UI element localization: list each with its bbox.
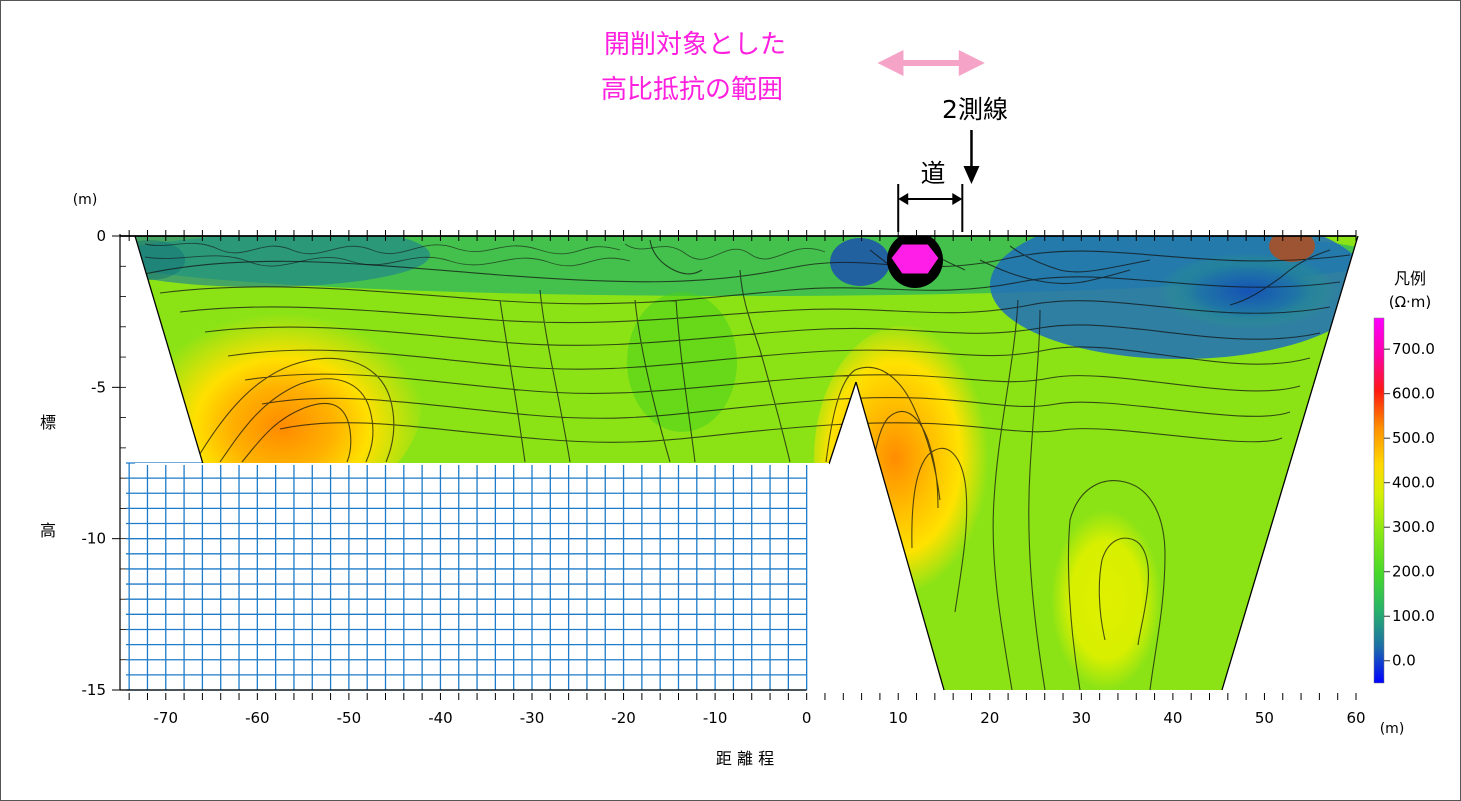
excavation-label-line2: 高比抵抗の範囲: [601, 75, 783, 105]
x-tick-label: 40: [1163, 709, 1182, 727]
y-tick-label: -5: [91, 378, 106, 396]
road-label: 道: [920, 159, 945, 188]
grid-panel: [126, 462, 808, 691]
legend-title: 凡例: [1394, 269, 1426, 288]
legend-label: 700.0: [1392, 340, 1435, 358]
legend-color-bar: [1373, 317, 1385, 684]
section-middle-right-boundary: [855, 381, 945, 691]
x-tick-label: 0: [802, 709, 812, 727]
noise-line-3: [624, 243, 826, 260]
x-unit-label: (m): [1380, 721, 1405, 737]
legend-label: 100.0: [1392, 607, 1435, 625]
legend-label: 500.0: [1392, 429, 1435, 447]
chart-axes: -70 -60 -50 -40 -30 -20 -10 0 10 20 30 40 50 60 0 -5 -10…: [82, 130, 1366, 727]
x-tick-label: 30: [1072, 709, 1091, 727]
legend-labels: 700.0 600.0 500.0 400.0 300.0 200.0 100.0 0.0: [1384, 340, 1435, 670]
section-middle-left-boundary: [828, 381, 857, 465]
field-right-yellow: [1051, 510, 1161, 690]
x-tick-label: -50: [337, 709, 362, 727]
y-tick-label: -10: [82, 530, 107, 548]
field-road-cool: [830, 238, 890, 286]
legend-label: 0.0: [1392, 652, 1416, 670]
y-axis-label-bottom: 高: [40, 521, 56, 540]
x-tick-label: -20: [611, 709, 636, 727]
legend: 凡例 (Ω·m) 700.0 600.0 500.0 400.0 300.0 200.0 1…: [1373, 269, 1435, 684]
x-tick-label: 10: [889, 709, 908, 727]
x-axis-label: 距 離 程: [716, 749, 774, 768]
field-left-shallow: [135, 236, 430, 287]
excavation-arrow-right-head: [958, 50, 985, 76]
legend-label: 600.0: [1392, 385, 1435, 403]
x-tick-label: 20: [980, 709, 999, 727]
field-right-cool-2: [1158, 253, 1338, 329]
legend-label: 200.0: [1392, 563, 1435, 581]
y-unit-label: (m): [73, 192, 98, 208]
legend-unit: (Ω·m): [1389, 293, 1432, 311]
field-contours: [139, 239, 1351, 690]
y-tick-label: -15: [82, 681, 107, 699]
x-tick-label: -30: [520, 709, 545, 727]
x-tick-label: -60: [245, 709, 270, 727]
road-right-arrow: [952, 193, 963, 205]
shallow-noise-lines: [144, 242, 826, 267]
x-tick-label: 50: [1255, 709, 1274, 727]
section-right-boundary: [1221, 235, 1359, 691]
legend-label: 400.0: [1392, 474, 1435, 492]
road-left-arrow: [898, 193, 909, 205]
legend-label: 300.0: [1392, 518, 1435, 536]
excavation-range-arrow: [877, 50, 985, 76]
high-resistivity-core: [890, 243, 940, 275]
y-axis-label-top: 標: [40, 413, 56, 432]
survey-line-arrow-head: [963, 166, 980, 184]
field-right-top-warm: [1269, 236, 1315, 262]
section-left-boundary: [134, 235, 204, 465]
excavation-arrow-left-head: [877, 50, 904, 76]
noise-line-2: [144, 255, 631, 267]
y-tick-label: 0: [96, 227, 106, 245]
x-tick-label: -40: [428, 709, 453, 727]
excavation-label-line1: 開削対象とした: [604, 30, 786, 60]
x-tick-label: -10: [703, 709, 728, 727]
x-tick-label: 60: [1346, 709, 1365, 727]
survey-line-label: 2測線: [942, 95, 1008, 124]
noise-line-1: [144, 242, 621, 255]
x-tick-label: -70: [154, 709, 179, 727]
